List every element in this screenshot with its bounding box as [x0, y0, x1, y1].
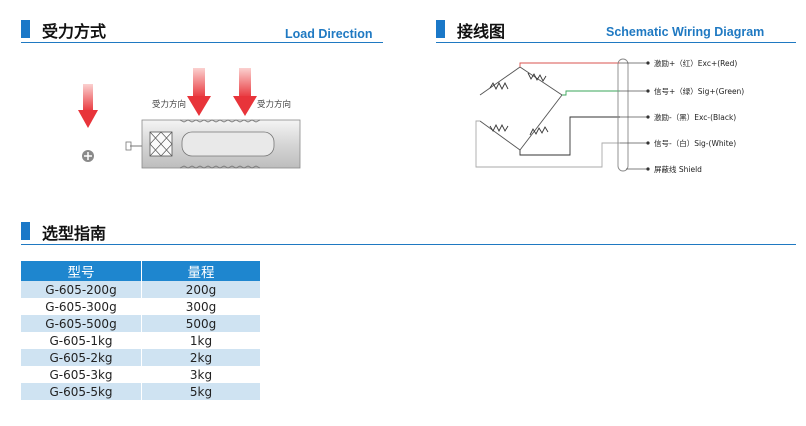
load-section-title: 受力方式 [42, 22, 107, 41]
wire-label-sig-minus: 信号-（白）Sig-(White) [654, 139, 737, 148]
range-cell: 300g [141, 298, 260, 315]
wire-green [562, 90, 620, 96]
range-cell: 1kg [141, 332, 260, 349]
table-row: G-605-500g 500g [21, 315, 260, 332]
wiring-section-marker [436, 20, 445, 38]
selection-section-marker [21, 222, 30, 240]
wiring-diagram [475, 58, 650, 172]
range-cell: 5kg [141, 383, 260, 400]
load-direction-label-2: 受力方向 [257, 100, 292, 110]
load-section-subtitle: Load Direction [285, 27, 373, 41]
wiring-section-title: 接线图 [457, 22, 506, 41]
wire-label-exc-minus: 激励-（黑）Exc-(Black) [654, 113, 737, 122]
wire-red [519, 62, 620, 67]
table-row: G-605-200g 200g [21, 281, 260, 298]
wheatstone-bridge [479, 66, 563, 151]
range-cell: 3kg [141, 366, 260, 383]
wire-label-exc-plus: 激励+（红）Exc+(Red) [654, 59, 738, 68]
wiring-section-underline [436, 42, 796, 43]
load-arrow-center [187, 68, 211, 116]
wire-label-sig-plus: 信号+（绿）Sig+(Green) [654, 87, 745, 96]
wiring-section-subtitle: Schematic Wiring Diagram [606, 25, 765, 39]
mount-screw-icon [82, 150, 94, 162]
load-direction-diagram [78, 68, 301, 169]
model-cell: G-605-1kg [21, 332, 142, 349]
selection-section-underline [21, 244, 796, 245]
load-section-underline [21, 42, 383, 43]
table-row: G-605-2kg 2kg [21, 349, 260, 366]
cable-bundle [617, 58, 650, 172]
model-cell: G-605-300g [21, 298, 142, 315]
column-header-range: 量程 [141, 261, 260, 281]
table-row: G-605-300g 300g [21, 298, 260, 315]
selection-section-title: 选型指南 [42, 224, 107, 243]
table-row: G-605-1kg 1kg [21, 332, 260, 349]
load-arrow-left [78, 84, 98, 128]
model-cell: G-605-3kg [21, 366, 142, 383]
load-cell-body [125, 119, 301, 169]
wire-white [475, 120, 620, 168]
range-cell: 200g [141, 281, 260, 298]
model-cell: G-605-200g [21, 281, 142, 298]
model-selection-table: 型号 量程 G-605-200g 200g G-605-300g 300g G-… [21, 261, 260, 400]
table-header-row: 型号 量程 [21, 261, 260, 281]
table-row: G-605-5kg 5kg [21, 383, 260, 400]
column-header-model: 型号 [21, 261, 142, 281]
range-cell: 2kg [141, 349, 260, 366]
range-cell: 500g [141, 315, 260, 332]
wire-label-shield: 屏蔽线 Shield [654, 165, 702, 174]
load-arrow-right [233, 68, 257, 116]
wire-black [519, 116, 620, 156]
model-cell: G-605-2kg [21, 349, 142, 366]
model-cell: G-605-5kg [21, 383, 142, 400]
load-direction-label-1: 受力方向 [152, 100, 187, 110]
load-section-marker [21, 20, 30, 38]
table-row: G-605-3kg 3kg [21, 366, 260, 383]
model-cell: G-605-500g [21, 315, 142, 332]
